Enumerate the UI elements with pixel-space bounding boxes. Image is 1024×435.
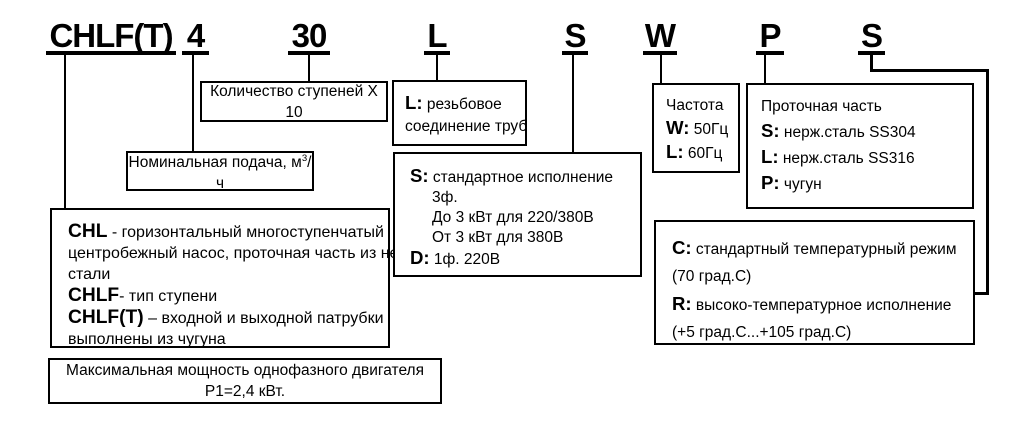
connector-temperature-line-into-box <box>975 292 989 295</box>
connector-chlft-line <box>64 55 66 208</box>
material-box: Проточная часть S: нерж.сталь SS304 L: нер… <box>746 83 974 209</box>
key-letter: D: <box>410 247 430 268</box>
family-box: CHL - горизонтальный многоступенчатый цен… <box>50 208 423 348</box>
key-letter: S: <box>761 120 780 141</box>
text-line: CHL - горизонтальный многоступенчатый <box>68 221 384 242</box>
connector-flow-line <box>192 55 194 151</box>
text-line: соединение труб <box>405 118 528 135</box>
text-line: P: чугун <box>761 172 822 193</box>
stages-box-text: Количество ступеней X 10 <box>210 82 378 121</box>
code-segment-stages: 30 <box>288 19 330 55</box>
connector-power-line <box>572 55 574 152</box>
key-letter: CHLF <box>68 285 120 306</box>
text-line: выполнены из чугуна <box>68 331 226 348</box>
key-letter: S: <box>410 165 429 186</box>
max-power-note-box: Максимальная мощность однофазного двигат… <box>48 358 442 404</box>
code-segment-connection: L <box>424 19 450 55</box>
connector-temperature-line-across <box>870 69 989 72</box>
key-letter: W: <box>666 117 690 138</box>
code-segment-material: P <box>756 19 784 55</box>
text-line: S: нерж.сталь SS304 <box>761 120 916 141</box>
key-letter: P: <box>761 172 780 193</box>
text-line: (+5 град.С...+105 град.С) <box>672 324 852 341</box>
text-line: L: 60Гц <box>666 141 723 162</box>
text-line: Проточная часть <box>761 98 882 115</box>
connector-connection-line <box>436 55 438 80</box>
key-letter: L: <box>666 141 684 162</box>
text-line: стали <box>68 266 111 283</box>
flow-box: Номинальная подача, м3/ч <box>126 151 314 193</box>
flow-box-text: Номинальная подача, м3/ч <box>128 152 312 193</box>
text-line: W: 50Гц <box>666 117 729 138</box>
connector-frequency-line <box>660 55 662 83</box>
text-line: L: резьбовое <box>405 92 502 113</box>
text-line: Частота <box>666 97 724 114</box>
connection-box: L: резьбовое соединение труб <box>392 80 527 146</box>
text-line: 3ф. <box>432 189 458 206</box>
code-segment-frequency: W <box>643 17 677 55</box>
connector-temperature-line-down1 <box>870 55 873 72</box>
text-line: R: высоко-температурное исполнение <box>672 293 952 314</box>
stages-box: Количество ступеней X 10 <box>200 81 388 122</box>
connector-temperature-line-down2 <box>986 69 989 295</box>
temperature-box: C: стандартный температурный режим (70 гр… <box>654 220 975 345</box>
power-box: S: стандартное исполнение 3ф. До 3 кВт для… <box>393 152 642 277</box>
key-letter: L: <box>405 92 423 113</box>
text-line: CHLF(T) – входной и выходной патрубки <box>68 307 384 328</box>
connector-material-line <box>764 55 766 83</box>
frequency-box: Частота W: 50Гц L: 60Гц <box>652 83 740 173</box>
text-line: центробежный насос, проточная часть из н… <box>68 245 423 262</box>
connector-stages-line <box>308 55 310 81</box>
text-line: L: нерж.сталь SS316 <box>761 146 915 167</box>
code-segment-power: S <box>562 19 588 55</box>
text-line: C: стандартный температурный режим <box>672 237 957 258</box>
superscript-3: 3 <box>301 152 308 164</box>
text-line: S: стандартное исполнение <box>410 165 614 187</box>
text-line: D: 1ф. 220В <box>410 247 501 269</box>
text-line: От 3 кВт для 380В <box>432 229 564 246</box>
key-letter: CHLF(T) <box>68 307 144 328</box>
text-line: (70 град.С) <box>672 268 752 285</box>
text-line: CHLF- тип ступени <box>68 285 218 306</box>
key-letter: L: <box>761 146 779 167</box>
code-segment-flow: 4 <box>182 19 209 55</box>
key-letter: R: <box>672 293 692 314</box>
key-letter: C: <box>672 237 692 258</box>
max-power-note-text: Максимальная мощность однофазного двигат… <box>65 362 424 400</box>
code-segment-chlft: CHLF(T) <box>46 19 176 55</box>
text-line: До 3 кВт для 220/380В <box>432 209 594 226</box>
code-segment-temperature: S <box>858 19 885 55</box>
key-letter: CHL <box>68 221 108 242</box>
